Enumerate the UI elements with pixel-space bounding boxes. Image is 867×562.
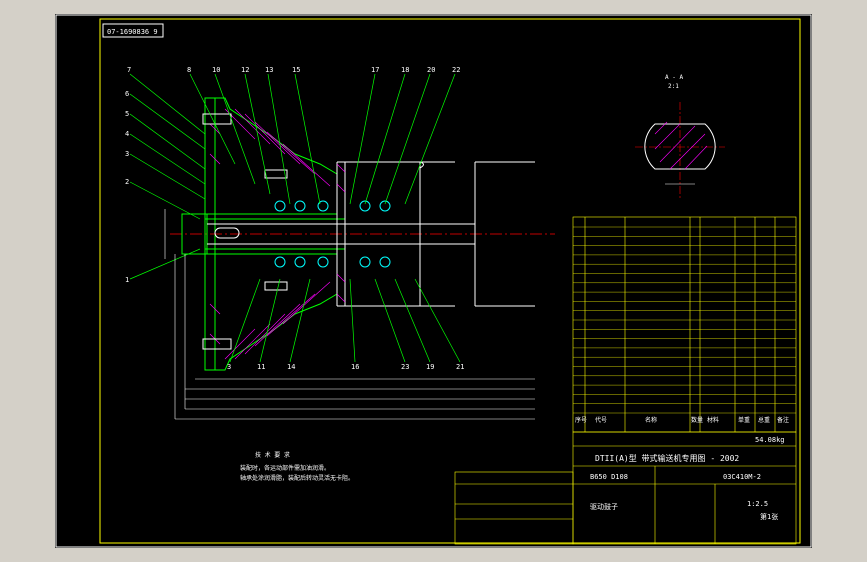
- drum-hatch: [336, 163, 346, 303]
- balloon-bottom-1: 3: [227, 363, 231, 371]
- parts-list: [572, 216, 797, 433]
- drawing-sheet: 07-1690836 9: [55, 14, 812, 548]
- technical-notes: 技 术 要 求 装配时，各运动部件需加油润滑。 轴承处涂润滑脂，装配后转动灵活无…: [240, 451, 354, 482]
- bearings: [274, 200, 391, 268]
- drum-body: [336, 161, 535, 307]
- balloon-top-3: 10: [212, 66, 220, 74]
- outer-frame: [55, 14, 812, 548]
- balloon-top-7: 17: [371, 66, 379, 74]
- balloon-bottom-7: 21: [456, 363, 464, 371]
- hatching: [209, 108, 331, 360]
- balloon-top-5: 13: [265, 66, 273, 74]
- balloon-bottom-2: 11: [257, 363, 265, 371]
- balloon-bottom-5: 23: [401, 363, 409, 371]
- header-col-7: 总重: [758, 416, 770, 424]
- balloon-top-1: 7: [127, 66, 131, 74]
- title-block: [454, 431, 797, 545]
- project-title: DTII(A)型 带式输送机专用图 - 2002: [595, 453, 739, 463]
- header-col-2: 代号: [595, 416, 607, 424]
- leader-lines: [129, 73, 461, 363]
- balloon-top-4: 12: [241, 66, 249, 74]
- section-label: A - A: [665, 74, 683, 81]
- parts-list-rows: [573, 226, 796, 414]
- weight-value: 54.08kg: [755, 436, 785, 444]
- shaft: [207, 223, 475, 245]
- balloon-left-3: 4: [125, 130, 129, 138]
- balloon-bottom-3: 14: [287, 363, 295, 371]
- balloon-bottom-4: 16: [351, 363, 359, 371]
- hub-assembly: [181, 97, 345, 371]
- balloon-top-9: 20: [427, 66, 435, 74]
- balloon-top-6: 15: [292, 66, 300, 74]
- section-view: A - A 2:1: [635, 74, 725, 199]
- sheet-number: 第1张: [760, 512, 778, 521]
- header-col-4: 数量: [691, 416, 703, 424]
- reference-number: 03C410M-2: [723, 473, 761, 481]
- part-name: 驱动鼓子: [590, 502, 618, 511]
- header-col-8: 备注: [777, 416, 789, 424]
- balloon-left-5: 2: [125, 178, 129, 186]
- balloon-top-8: 18: [401, 66, 409, 74]
- stamp-box: [102, 23, 164, 38]
- notes-title: 技 术 要 求: [255, 451, 290, 459]
- note-2: 轴承处涂润滑脂，装配后转动灵活无卡阻。: [240, 474, 354, 482]
- bottom-balloon-labels: 3 11 14 16 23 19 21: [227, 363, 464, 371]
- scale-value: 1:2.5: [747, 500, 768, 508]
- header-col-6: 单重: [738, 416, 750, 424]
- drawing-canvas[interactable]: 07-1690836 9: [55, 14, 812, 548]
- header-col-5: 材料: [707, 416, 719, 424]
- dimension-lines: [164, 209, 535, 420]
- drawing-stamp: 07-1690836 9: [107, 28, 158, 36]
- balloon-top-2: 8: [187, 66, 191, 74]
- balloon-left-2: 5: [125, 110, 129, 118]
- header-col-3: 名称: [645, 416, 657, 424]
- balloon-left-6: 1: [125, 276, 129, 284]
- title-text: 54.08kg DTII(A)型 带式输送机专用图 - 2002 B650 D1…: [590, 436, 785, 521]
- balloon-bottom-6: 19: [426, 363, 434, 371]
- balloon-left-1: 6: [125, 90, 129, 98]
- top-balloon-labels: 7 8 10 12 13 15 17 18 20 22: [127, 66, 460, 74]
- section-scale: 2:1: [668, 83, 679, 90]
- drawing-number: B650 D108: [590, 473, 628, 481]
- balloon-top-10: 22: [452, 66, 460, 74]
- inner-frame: [99, 18, 801, 544]
- note-1: 装配时，各运动部件需加油润滑。: [240, 464, 330, 472]
- left-balloon-labels: 6 5 4 3 2 1: [125, 90, 129, 284]
- header-col-1: 序号: [575, 416, 587, 424]
- parts-header: 序号 代号 名称 数量 材料 单重 总重 备注: [575, 416, 789, 424]
- balloon-left-4: 3: [125, 150, 129, 158]
